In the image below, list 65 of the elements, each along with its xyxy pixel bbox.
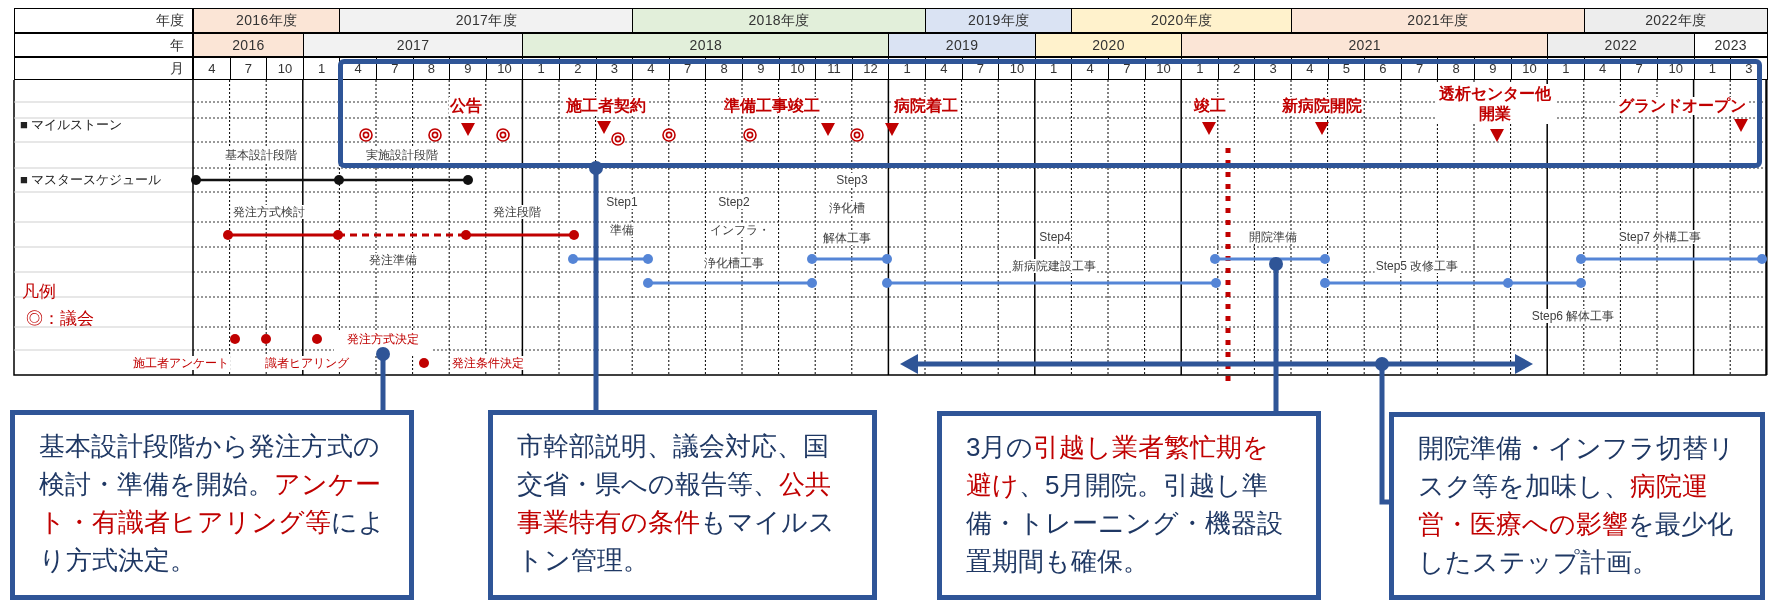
milestone-label: 透析センター他開業 (1435, 84, 1555, 124)
schedule-label: Step6 解体工事 (1530, 309, 1616, 323)
schedule-bar (1210, 254, 1330, 264)
fiscal-year-cell: 2016年度 (193, 8, 341, 33)
callout-box: 開院準備・インフラ切替リスク等を加味し、病院運営・医療への影響を最少化したステップ計画。 (1389, 412, 1765, 600)
month-cell: 4 (193, 57, 231, 80)
year-cell: 2023 (1693, 33, 1768, 57)
highlight-frame (338, 59, 1762, 168)
milestone-label: 公告 (449, 97, 483, 115)
header-cell: 月 (14, 57, 193, 80)
legend-text: ◎：議会 (26, 308, 94, 331)
year-cell: 2021 (1181, 33, 1549, 57)
month-cell: 10 (266, 57, 304, 80)
callout-box: 3月の引越し業者繁忙期を避け、5月開院。引越し準備・トレーニング・機器設置期間も確保。 (937, 411, 1321, 600)
milestone-label: 竣工 (1193, 97, 1227, 115)
year-cell: 2016 (193, 33, 304, 57)
fiscal-year-cell: 2019年度 (925, 8, 1073, 33)
schedule-label: 発注準備 (368, 253, 418, 267)
event-label: 施工者アンケート (132, 356, 230, 370)
event-label: 発注条件決定 (451, 356, 525, 370)
header-cell: 年 (14, 33, 193, 57)
schedule-label: Step2 (717, 195, 751, 209)
milestone-label: 病院着工 (893, 97, 959, 115)
event-label: 識者ヒアリング (264, 356, 350, 370)
milestone-label: 新病院開院 (1281, 97, 1363, 115)
schedule-label: 浄化槽工事 (703, 256, 765, 270)
month-cell: 1 (302, 57, 341, 80)
schedule-label: Step7 外構工事 (1617, 230, 1703, 244)
milestone-label: グランドオープン (1617, 97, 1747, 115)
schedule-label: 開院準備 (1248, 230, 1298, 244)
leader-line (376, 347, 390, 410)
year-cell: 2022 (1547, 33, 1695, 57)
schedule-label: 発注段階 (492, 205, 542, 219)
fiscal-year-cell: 2017年度 (339, 8, 634, 33)
schedule-label: Step5 改修工事 (1374, 259, 1460, 273)
legend-text: 凡例 (22, 281, 56, 304)
schedule-label: 浄化槽 (828, 201, 866, 215)
leader-line (1269, 257, 1283, 411)
fiscal-year-cell: 2018年度 (632, 8, 926, 33)
schedule-label: 新病院建設工事 (1011, 259, 1097, 273)
year-cell: 2017 (302, 33, 524, 57)
milestone-label: 施工者契約 (565, 97, 647, 115)
fiscal-year-cell: 2022年度 (1583, 8, 1768, 33)
year-cell: 2018 (522, 33, 890, 57)
callout-box: 基本設計段階から発注方式の検討・準備を開始。アンケート・有識者ヒアリング等により方式決定。 (10, 410, 414, 600)
schedule-label: 実施設計段階 (365, 148, 439, 162)
leader-line (1375, 357, 1389, 505)
schedule-label: Step4 (1038, 230, 1072, 244)
year-cell: 2019 (888, 33, 1036, 57)
row-heading: ■ マイルストーン (20, 116, 123, 135)
milestone-label: 準備工事竣工 (723, 97, 821, 115)
event-label: 発注方式決定 (334, 331, 432, 354)
leader-line (589, 161, 603, 410)
row-heading: ■ マスタースケジュール (20, 171, 162, 190)
schedule-label: 解体工事 (822, 231, 872, 245)
schedule-label: Step1 (605, 195, 639, 209)
month-cell: 7 (229, 57, 268, 80)
schedule-label: 準備 (609, 223, 635, 237)
schedule-label: 基本設計段階 (224, 148, 298, 162)
year-cell: 2020 (1034, 33, 1183, 57)
header-cell: 年度 (14, 8, 193, 33)
fiscal-year-cell: 2021年度 (1291, 8, 1585, 33)
schedule-label: 発注方式検討 (232, 205, 306, 219)
callout-box: 市幹部説明、議会対応、国交省・県への報告等、公共事業特有の条件もマイルストン管理。 (488, 410, 877, 600)
fiscal-year-cell: 2020年度 (1071, 8, 1292, 33)
